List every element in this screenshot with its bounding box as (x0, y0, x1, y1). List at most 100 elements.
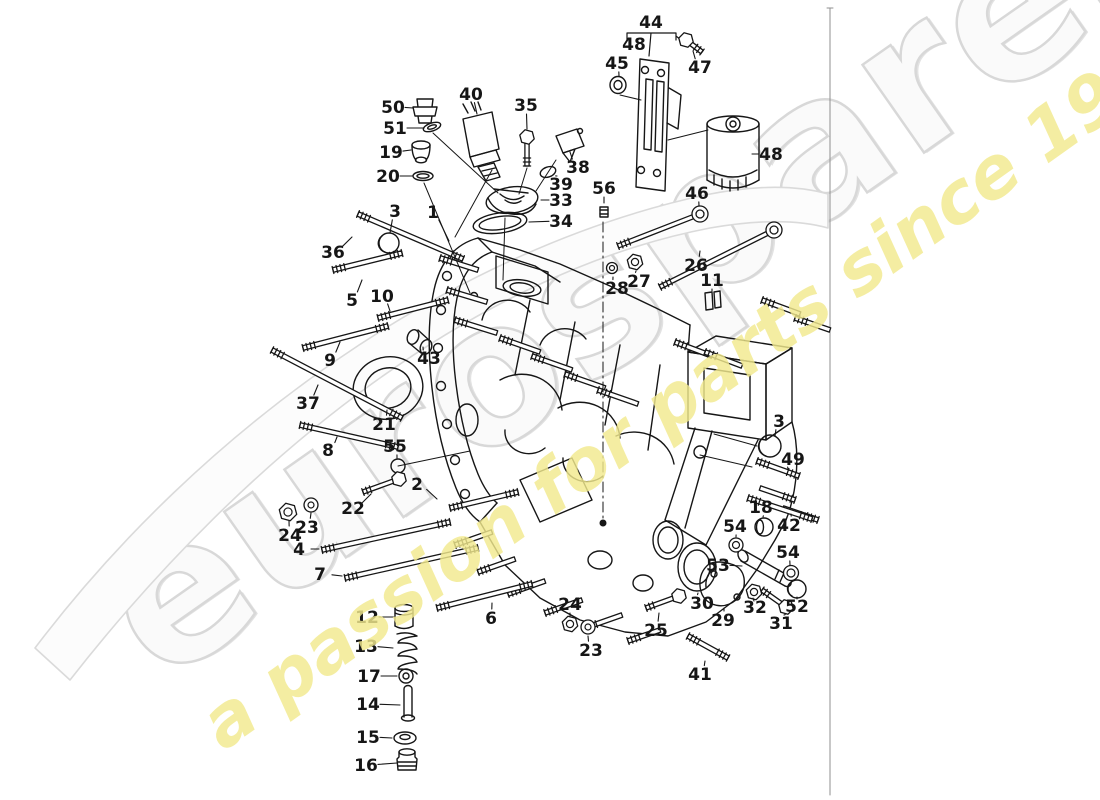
sealing-cap-icon (377, 232, 400, 254)
filter-bracket-icon (635, 58, 682, 192)
leader-line (331, 574, 343, 577)
seal-washer-icon (422, 121, 442, 133)
leader-line (752, 597, 755, 602)
part-label-22: 22 (341, 499, 365, 519)
leader-line (525, 113, 528, 130)
oil-tube-icon (737, 549, 793, 588)
part-label-42: 42 (777, 516, 801, 536)
part-label-9: 9 (324, 351, 336, 371)
part-label-27: 27 (627, 272, 651, 292)
part-label-52: 52 (785, 597, 809, 617)
leader-line (438, 219, 450, 242)
leader-line (334, 436, 338, 444)
bearing-sleeve-icon (406, 329, 433, 355)
part-label-51: 51 (383, 119, 407, 139)
part-label-44: 44 (639, 13, 663, 33)
part-label-45: 45 (605, 54, 629, 74)
leader-line (657, 612, 660, 622)
part-label-43: 43 (417, 349, 441, 369)
part-label-46: 46 (685, 184, 709, 204)
leader-line (389, 219, 393, 234)
part-label-37: 37 (296, 394, 320, 414)
part-label-31: 31 (769, 614, 793, 634)
part-label-17: 17 (357, 667, 381, 687)
group-bracket (626, 32, 687, 57)
part-label-1: 1 (427, 203, 439, 223)
seal-ring-icon (393, 731, 417, 745)
part-label-33: 33 (549, 191, 573, 211)
leader-line (379, 736, 393, 739)
leader-line (426, 488, 438, 500)
crankcase-drawing (428, 237, 798, 637)
part-label-23: 23 (295, 518, 319, 538)
part-label-48: 48 (622, 35, 646, 55)
leader-line (692, 50, 696, 60)
part-label-8: 8 (322, 441, 334, 461)
part-label-14: 14 (356, 695, 380, 715)
plug-icon (411, 140, 431, 164)
leader-line (309, 512, 312, 519)
watermark-swoosh (34, 186, 829, 681)
sealing-cap-icon (757, 434, 782, 458)
part-label-13: 13 (354, 637, 378, 657)
leader-line (387, 303, 391, 312)
part-label-40: 40 (459, 85, 483, 105)
oil-filter-icon (706, 115, 760, 192)
part-label-32: 32 (743, 598, 767, 618)
part-label-21: 21 (372, 415, 396, 435)
part-label-12: 12 (355, 608, 379, 628)
part-label-47: 47 (688, 58, 712, 78)
leader-line (729, 564, 743, 567)
part-label-2: 2 (411, 475, 423, 495)
temp-sensor-icon (555, 127, 585, 163)
piston-pin-icon (400, 684, 416, 722)
part-label-28: 28 (605, 279, 629, 299)
part-label-11: 11 (700, 271, 724, 291)
page-rule (826, 7, 834, 796)
leader-line (341, 236, 353, 247)
shaft-seal-icon (352, 356, 424, 420)
grub-screw-icon (599, 206, 609, 218)
cover-plate-icon (699, 561, 746, 607)
screw-plug-icon (396, 748, 418, 771)
cover-oring-icon (677, 542, 717, 592)
part-label-16: 16 (354, 756, 378, 776)
part-label-54: 54 (776, 543, 800, 563)
leader-line (377, 646, 394, 649)
part-icons (352, 32, 807, 771)
part-label-18: 18 (749, 498, 773, 518)
part-label-3: 3 (389, 202, 401, 222)
part-label-48: 48 (759, 145, 783, 165)
part-label-15: 15 (356, 728, 380, 748)
filler-cap-icon (485, 185, 539, 215)
leader-line (402, 149, 412, 152)
cup-plug-icon (786, 579, 807, 599)
part-label-20: 20 (376, 167, 400, 187)
part-label-4: 4 (293, 540, 305, 560)
spring-seat-icon (398, 668, 414, 684)
part-label-26: 26 (684, 256, 708, 276)
part-label-25: 25 (644, 621, 668, 641)
part-label-24: 24 (278, 526, 302, 546)
leader-line (473, 102, 478, 115)
leader-line (377, 762, 398, 765)
screw-plug-icon (754, 517, 774, 537)
pressure-switch-icon (462, 101, 501, 182)
leader-line (703, 660, 706, 667)
part-label-35: 35 (514, 96, 538, 116)
part-label-53: 53 (706, 556, 730, 576)
fitting-icon (412, 98, 438, 124)
bracket-seal-icon (609, 75, 627, 95)
part-label-7: 7 (314, 565, 326, 585)
o-ring-icon (412, 170, 434, 182)
part-label-55: 55 (383, 437, 407, 457)
leader-line (313, 384, 319, 396)
leader-line (335, 341, 341, 353)
part-label-30: 30 (690, 594, 714, 614)
tappet-icon (394, 603, 414, 630)
part-label-3: 3 (773, 412, 785, 432)
part-label-10: 10 (370, 287, 394, 307)
spring-icon (396, 632, 418, 675)
